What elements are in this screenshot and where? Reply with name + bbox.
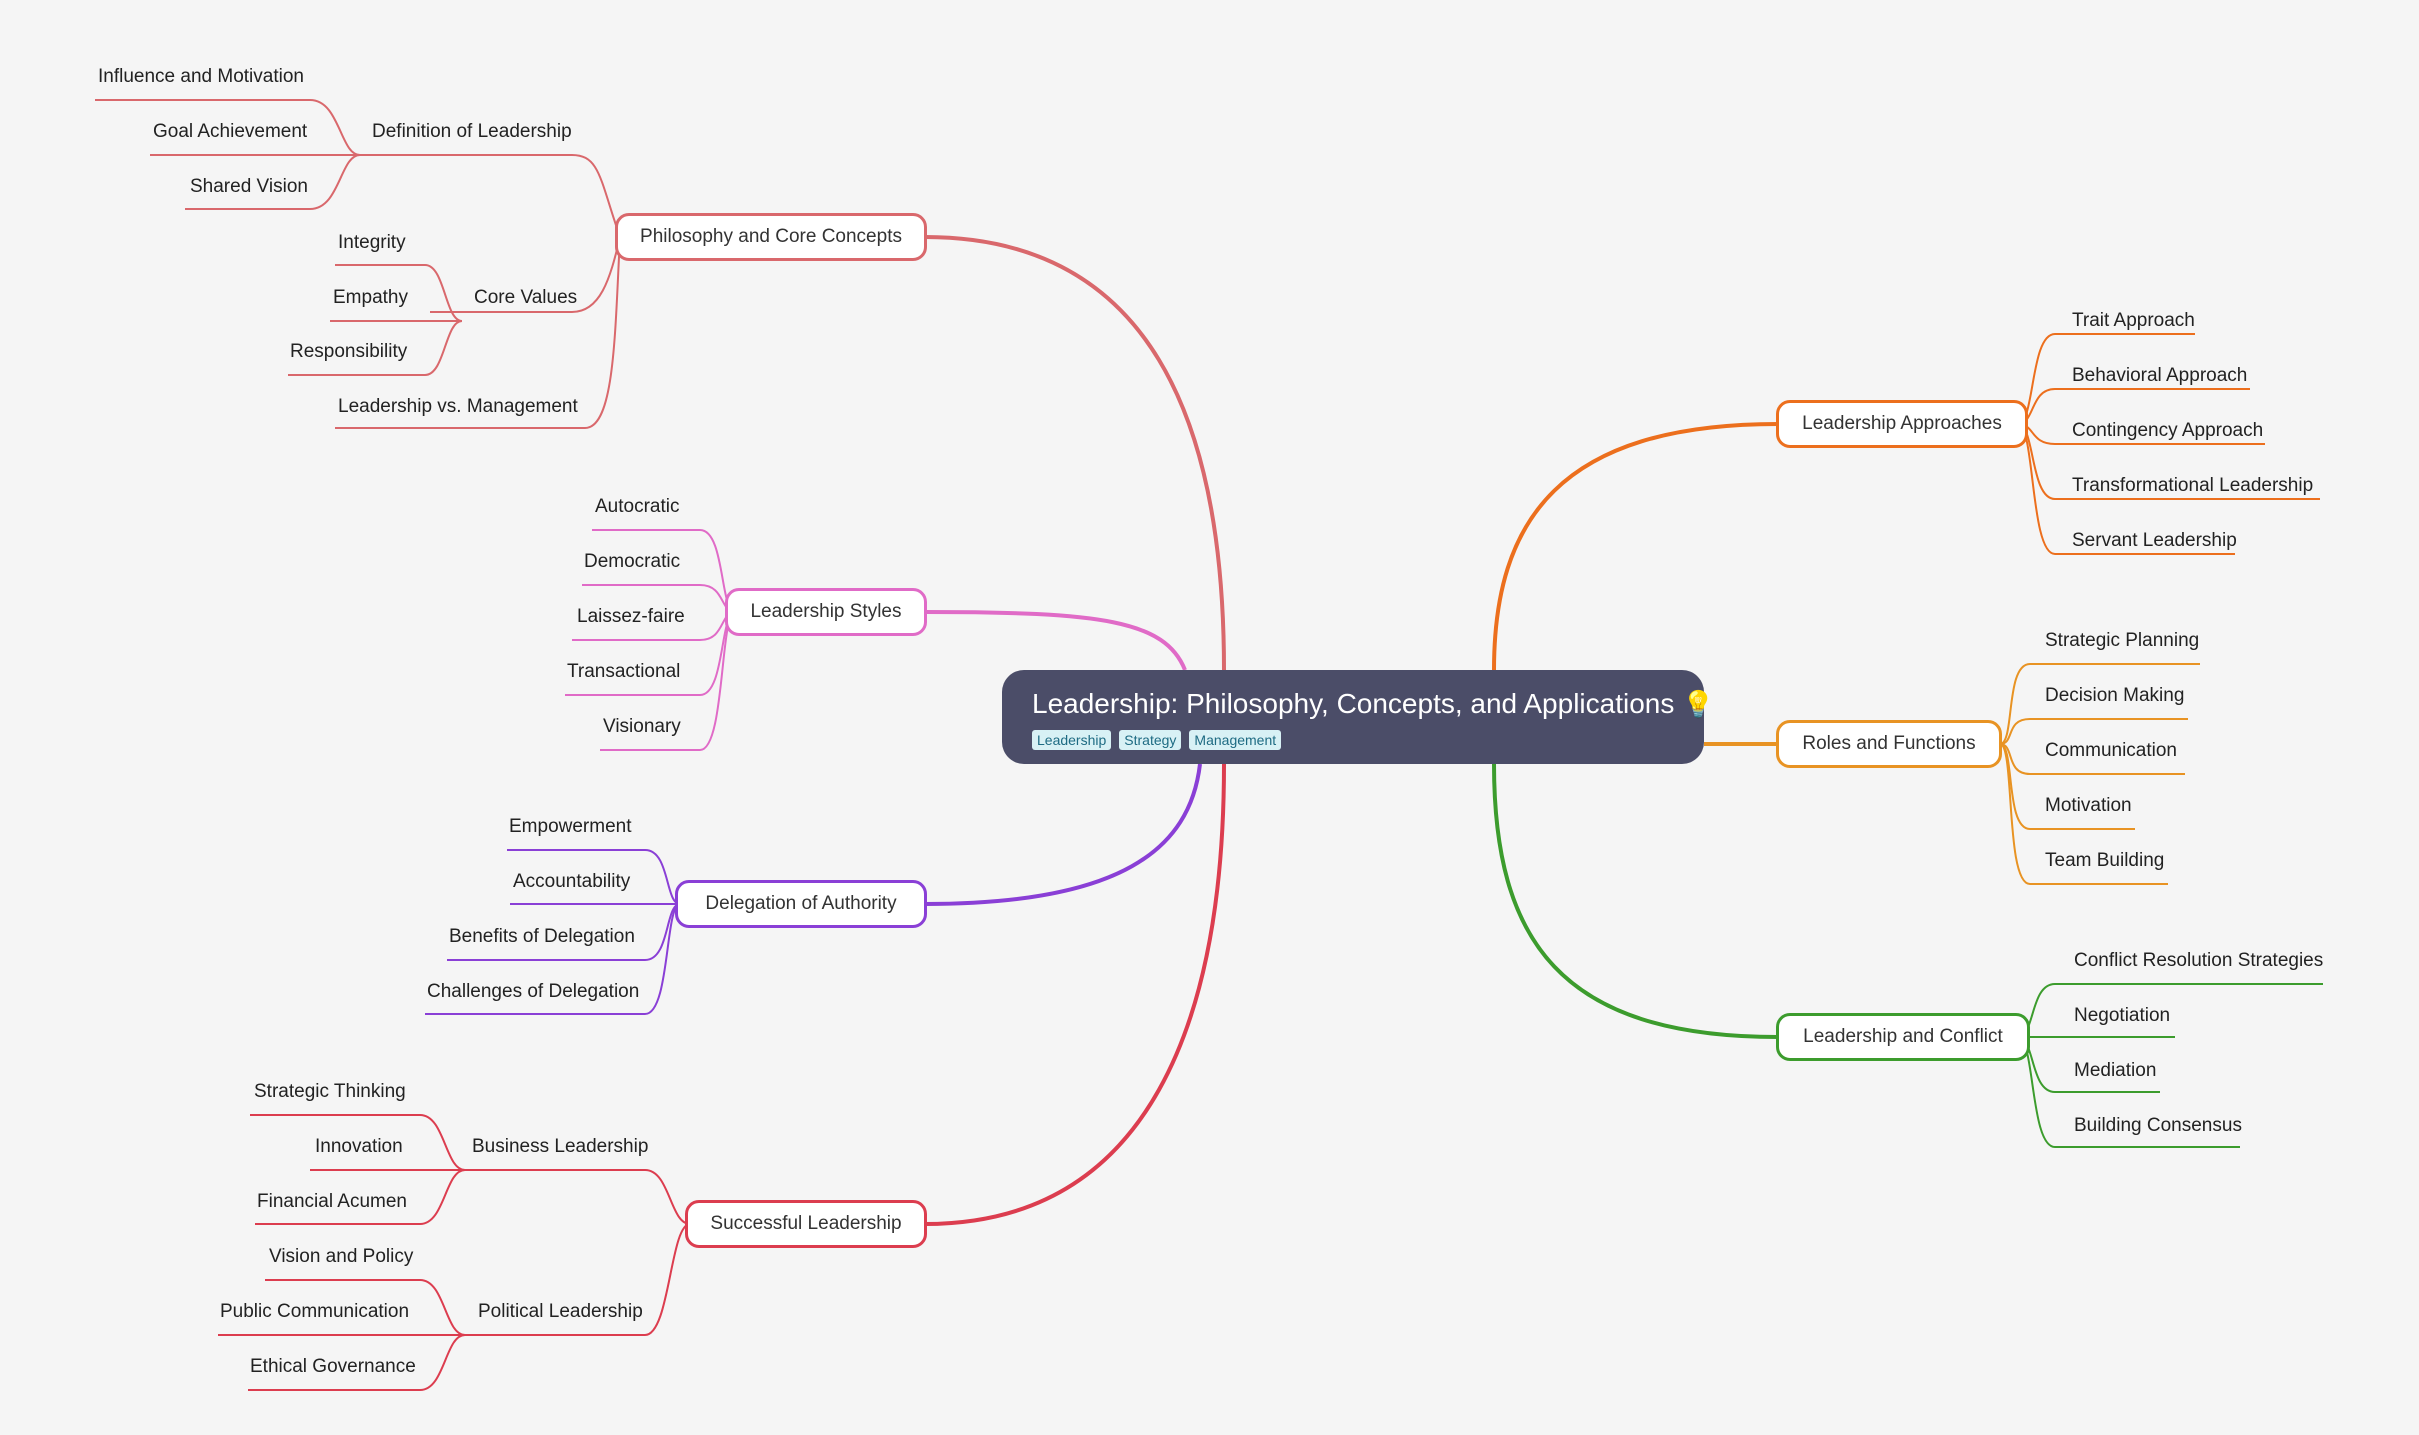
branch-philosophy[interactable]: Philosophy and Core Concepts <box>615 213 927 261</box>
leaf-accountability[interactable]: Accountability <box>513 871 631 892</box>
leaf-servant-leadership[interactable]: Servant Leadership <box>2072 530 2237 551</box>
branch-successful[interactable]: Successful Leadership <box>685 1200 927 1248</box>
branch-conflict-label: Leadership and Conflict <box>1803 1026 2003 1047</box>
leaf-motivation[interactable]: Motivation <box>2045 795 2132 816</box>
leaf-shared-vision[interactable]: Shared Vision <box>190 176 308 197</box>
branch-delegation-label: Delegation of Authority <box>705 893 897 914</box>
leaf-vision-and-policy[interactable]: Vision and Policy <box>269 1246 414 1267</box>
leaf-ethical-governance[interactable]: Ethical Governance <box>250 1356 416 1377</box>
leaf-laissez-faire[interactable]: Laissez-faire <box>577 606 685 627</box>
root-tags: Leadership Strategy Management <box>1032 730 1674 750</box>
leaf-strategic-planning[interactable]: Strategic Planning <box>2045 630 2200 651</box>
root-title: Leadership: Philosophy, Concepts, and Ap… <box>1032 688 1675 719</box>
node-leadership-vs-management[interactable]: Leadership vs. Management <box>338 396 578 417</box>
leaf-influence-motivation[interactable]: Influence and Motivation <box>98 66 304 87</box>
root-node[interactable]: Leadership: Philosophy, Concepts, and Ap… <box>1002 670 1715 764</box>
branch-approaches-label: Leadership Approaches <box>1802 413 2002 434</box>
leaf-empathy[interactable]: Empathy <box>333 287 408 308</box>
branch-styles[interactable]: Leadership Styles <box>725 588 927 636</box>
link-delegation <box>924 763 1202 906</box>
node-business-leadership[interactable]: Business Leadership <box>472 1136 649 1157</box>
leaf-integrity[interactable]: Integrity <box>338 232 406 253</box>
branch-roles-label: Roles and Functions <box>1802 733 1976 754</box>
branch-philosophy-label: Philosophy and Core Concepts <box>640 226 902 247</box>
leaf-team-building[interactable]: Team Building <box>2045 850 2165 871</box>
lightbulb-icon: 💡 <box>1682 689 1715 719</box>
leaf-financial-acumen[interactable]: Financial Acumen <box>257 1191 407 1212</box>
leaf-conflict-resolution-strategies[interactable]: Conflict Resolution Strategies <box>2074 950 2324 971</box>
branch-delegation[interactable]: Delegation of Authority <box>675 880 927 928</box>
branch-successful-label: Successful Leadership <box>710 1213 902 1234</box>
link-conflict <box>1492 763 1779 1039</box>
leaf-innovation[interactable]: Innovation <box>315 1136 403 1157</box>
link-philosophy <box>924 235 1226 671</box>
branch-approaches[interactable]: Leadership Approaches <box>1776 400 2028 448</box>
branch-conflict[interactable]: Leadership and Conflict <box>1776 1013 2030 1061</box>
leaf-visionary[interactable]: Visionary <box>603 716 681 737</box>
leaf-communication[interactable]: Communication <box>2045 740 2177 761</box>
leaf-decision-making[interactable]: Decision Making <box>2045 685 2185 706</box>
leaf-trait-approach[interactable]: Trait Approach <box>2072 310 2195 331</box>
leaf-negotiation[interactable]: Negotiation <box>2074 1005 2171 1026</box>
node-definition-of-leadership[interactable]: Definition of Leadership <box>372 121 572 142</box>
leaf-empowerment[interactable]: Empowerment <box>509 816 632 837</box>
leaf-benefits-of-delegation[interactable]: Benefits of Delegation <box>449 926 635 947</box>
node-core-values[interactable]: Core Values <box>474 287 578 308</box>
leaf-behavioral-approach[interactable]: Behavioral Approach <box>2072 365 2248 386</box>
link-styles <box>924 610 1187 671</box>
leaf-public-communication[interactable]: Public Communication <box>220 1301 410 1322</box>
root-title-line: Leadership: Philosophy, Concepts, and Ap… <box>1032 684 1715 724</box>
leaf-goal-achievement[interactable]: Goal Achievement <box>153 121 308 142</box>
leaf-democratic[interactable]: Democratic <box>584 551 681 572</box>
link-approaches <box>1492 422 1779 671</box>
tag-management[interactable]: Management <box>1189 730 1282 750</box>
leaf-mediation[interactable]: Mediation <box>2074 1060 2157 1081</box>
leaf-autocratic[interactable]: Autocratic <box>595 496 680 517</box>
link-successful <box>924 763 1226 1226</box>
tag-leadership[interactable]: Leadership <box>1032 730 1112 750</box>
leaf-responsibility[interactable]: Responsibility <box>290 341 408 362</box>
branch-styles-label: Leadership Styles <box>750 601 902 622</box>
tag-strategy[interactable]: Strategy <box>1119 730 1182 750</box>
leaf-transformational-leadership[interactable]: Transformational Leadership <box>2072 475 2314 496</box>
leaf-strategic-thinking[interactable]: Strategic Thinking <box>254 1081 406 1102</box>
leaf-challenges-of-delegation[interactable]: Challenges of Delegation <box>427 981 640 1002</box>
branch-roles[interactable]: Roles and Functions <box>1776 720 2002 768</box>
leaf-contingency-approach[interactable]: Contingency Approach <box>2072 420 2264 441</box>
leaf-transactional[interactable]: Transactional <box>567 661 681 682</box>
node-political-leadership[interactable]: Political Leadership <box>478 1301 643 1322</box>
leaf-building-consensus[interactable]: Building Consensus <box>2074 1115 2242 1136</box>
